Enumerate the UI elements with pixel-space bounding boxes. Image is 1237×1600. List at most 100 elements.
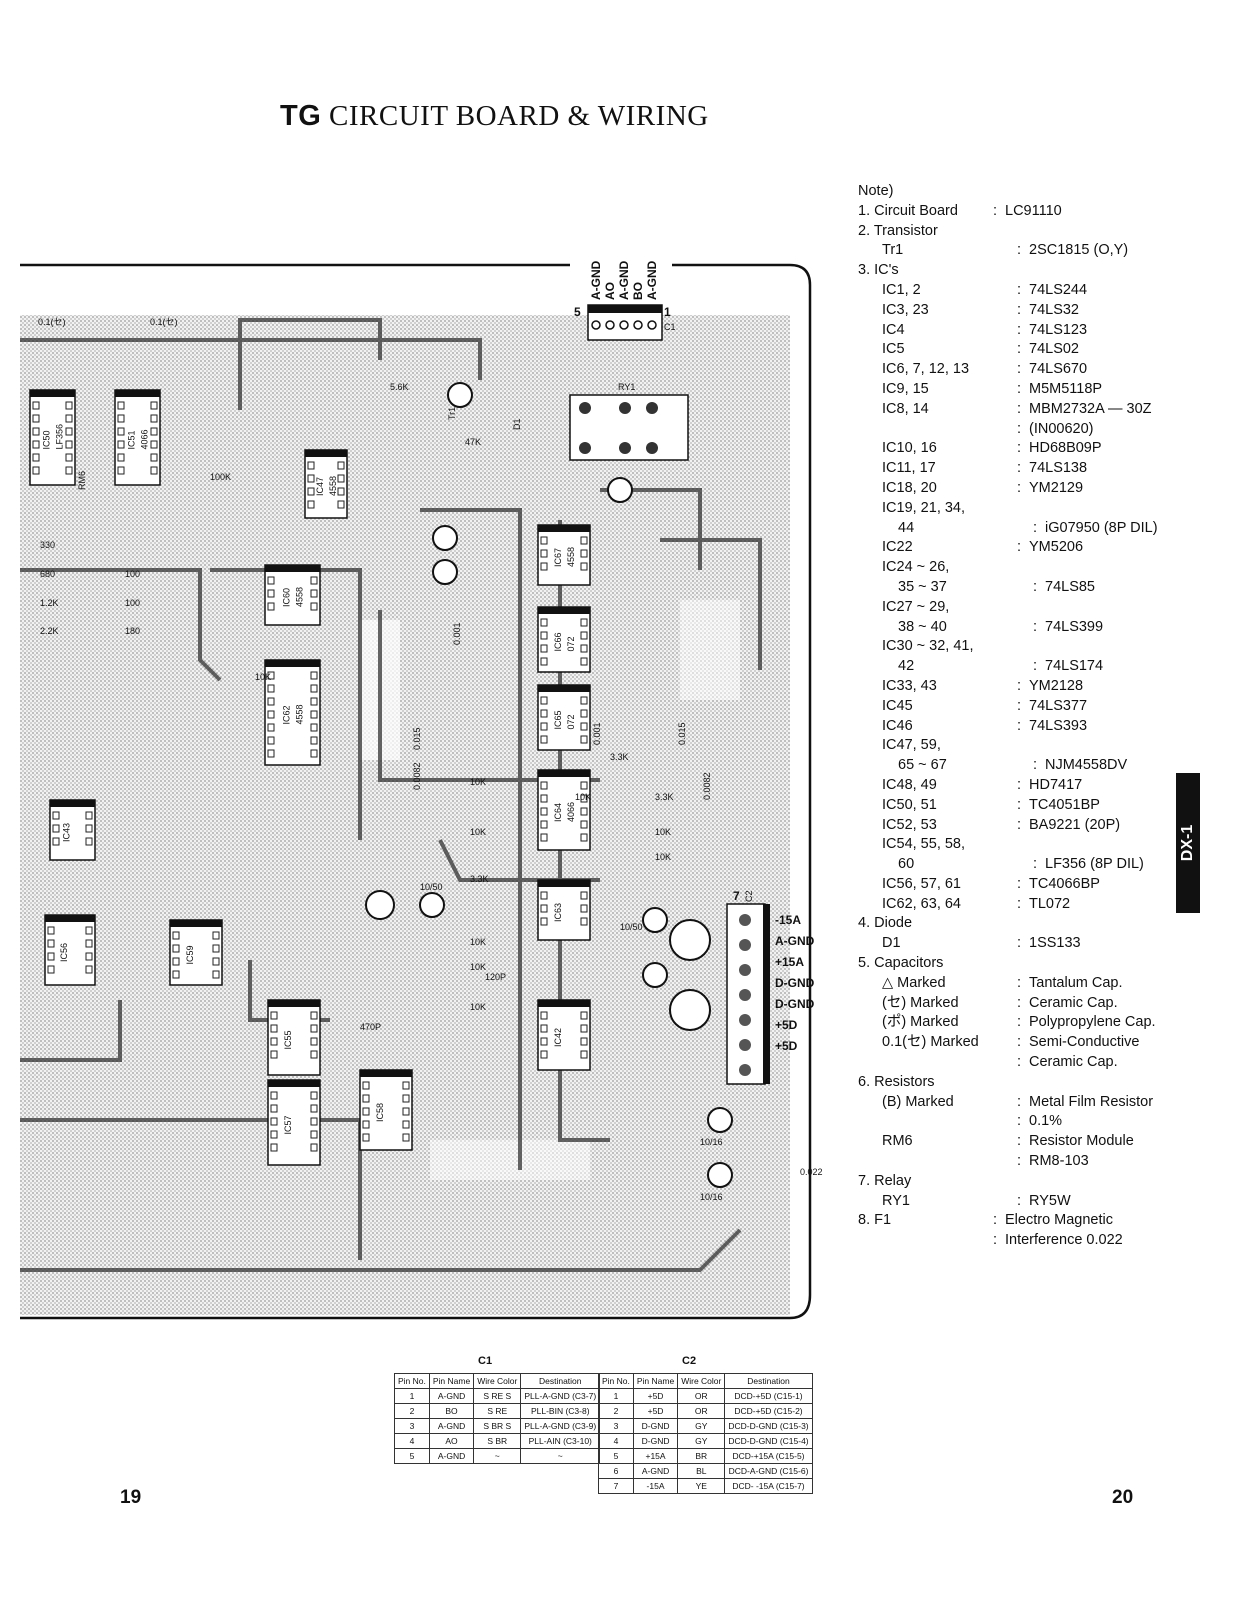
ic-ref-label: IC60 [282, 588, 292, 607]
resistor-label: 10K [575, 792, 591, 802]
note-value: LC91110 [1005, 202, 1062, 219]
ic-package [169, 919, 223, 986]
note-value [1005, 914, 1218, 934]
note-row: 42:74LS174 [858, 657, 1218, 677]
note-value: Ceramic Cap. [1029, 994, 1118, 1011]
resistor-label: 100 [125, 598, 140, 608]
c2-pin-label: D-GND [775, 997, 815, 1011]
note-key [858, 1152, 1017, 1172]
table-cell: D-GND [632, 1418, 679, 1434]
resistor-label: 10K [655, 852, 671, 862]
ic-package [537, 879, 591, 941]
resistor-label: 2.2K [40, 626, 59, 636]
table-cell: +5D [632, 1388, 679, 1404]
connector-c2 [726, 903, 770, 1085]
ic-package [537, 769, 591, 851]
table-cell: DCD-A-GND (C15-6) [724, 1463, 813, 1479]
note-key: 7. Relay [858, 1172, 912, 1189]
ic-package [49, 799, 96, 861]
table-cell: DCD-+5D (C15-2) [724, 1403, 813, 1419]
note-key [858, 420, 1017, 440]
note-value [1029, 499, 1218, 519]
note-row: :RM8-103 [858, 1152, 1218, 1172]
note-key: IC5 [882, 341, 905, 358]
note-key: IC22 [882, 539, 913, 556]
c2-pin-label: +5D [775, 1039, 798, 1053]
table-cell: 5 [598, 1448, 634, 1464]
note-colon: : [1017, 321, 1022, 338]
side-tab-label: DX-1 [1179, 824, 1197, 862]
note-key [858, 1231, 993, 1251]
note-colon: : [1017, 895, 1022, 912]
note-row: IC33, 43:YM2128 [858, 677, 1218, 697]
note-colon: : [1017, 420, 1022, 437]
ic-type-label: 4558 [295, 704, 305, 724]
note-colon: : [1017, 1034, 1022, 1051]
resistor-label: 10K [470, 962, 486, 972]
note-colon: : [1017, 776, 1022, 793]
c2-pin-label: +15A [775, 955, 804, 969]
note-colon: : [1017, 717, 1022, 734]
note-row: IC9, 15:M5M5118P [858, 380, 1218, 400]
note-row: IC18, 20:YM2129 [858, 479, 1218, 499]
note-row: 5. Capacitors [858, 954, 1218, 974]
c1-pin1-label: 1 [664, 305, 671, 319]
capacitor-label: 10/16 [700, 1192, 723, 1202]
table-cell: A-GND [428, 1448, 475, 1464]
ic-packages [29, 389, 591, 1166]
note-row: IC10, 16:HD68B09P [858, 439, 1218, 459]
note-key: IC10, 16 [882, 440, 937, 457]
note-key: IC50, 51 [882, 796, 937, 813]
note-row: RY1:RY5W [858, 1192, 1218, 1212]
note-key: IC33, 43 [882, 677, 937, 694]
note-value: NJM4558DV [1045, 757, 1128, 774]
note-key: 6. Resistors [858, 1073, 935, 1090]
note-key: (B) Marked [882, 1093, 954, 1110]
table-cell: 3 [598, 1418, 634, 1434]
title-bold: TG [280, 100, 322, 132]
table-cell: 1 [394, 1388, 430, 1404]
capacitor-label: 0.1(セ) [150, 317, 178, 327]
resistor-label: 10K [655, 827, 671, 837]
table-cell: 4 [598, 1433, 634, 1449]
ic-ref-label: IC43 [62, 823, 72, 842]
note-row: (B) Marked:Metal Film Resistor [858, 1093, 1218, 1113]
note-row: IC3, 23:74LS32 [858, 301, 1218, 321]
table-cell: +15A [632, 1448, 679, 1464]
table-cell: 2 [394, 1403, 430, 1419]
note-colon: : [1017, 1133, 1022, 1150]
note-row: 3. IC's [858, 261, 1218, 281]
note-colon [993, 222, 1005, 242]
resistor-label: 3.3K [655, 792, 674, 802]
note-value [1029, 558, 1218, 578]
table-cell: A-GND [632, 1463, 679, 1479]
note-colon: : [1033, 578, 1038, 595]
resistor-label: 10K [470, 937, 486, 947]
note-key: IC46 [882, 717, 913, 734]
resistor-label: 47K [465, 437, 481, 447]
table-cell: OR [677, 1403, 726, 1419]
table-cell: D-GND [632, 1433, 679, 1449]
resistor-label: 1.2K [40, 598, 59, 608]
ic-ref-label: IC58 [375, 1103, 385, 1122]
note-row: IC11, 17:74LS138 [858, 459, 1218, 479]
table-cell: BR [677, 1448, 726, 1464]
note-colon [993, 914, 1005, 934]
ic-package [359, 1069, 413, 1151]
table-cell: 3 [394, 1418, 430, 1434]
note-value: Tantalum Cap. [1029, 974, 1123, 991]
table-cell: BL [677, 1463, 726, 1479]
note-value: (IN00620) [1029, 420, 1094, 437]
c2-pin7-label: 7 [733, 889, 740, 903]
note-value: iG07950 (8P DIL) [1045, 519, 1158, 536]
note-colon: : [1017, 301, 1022, 318]
note-value: 74LS399 [1045, 618, 1104, 635]
note-row: IC19, 21, 34, [858, 499, 1218, 519]
ic-type-label: 4558 [566, 547, 576, 567]
note-row: D1:1SS133 [858, 934, 1218, 954]
table-cell: OR [677, 1388, 726, 1404]
note-value: YM2129 [1029, 479, 1084, 496]
title-rest: CIRCUIT BOARD & WIRING [329, 100, 709, 132]
